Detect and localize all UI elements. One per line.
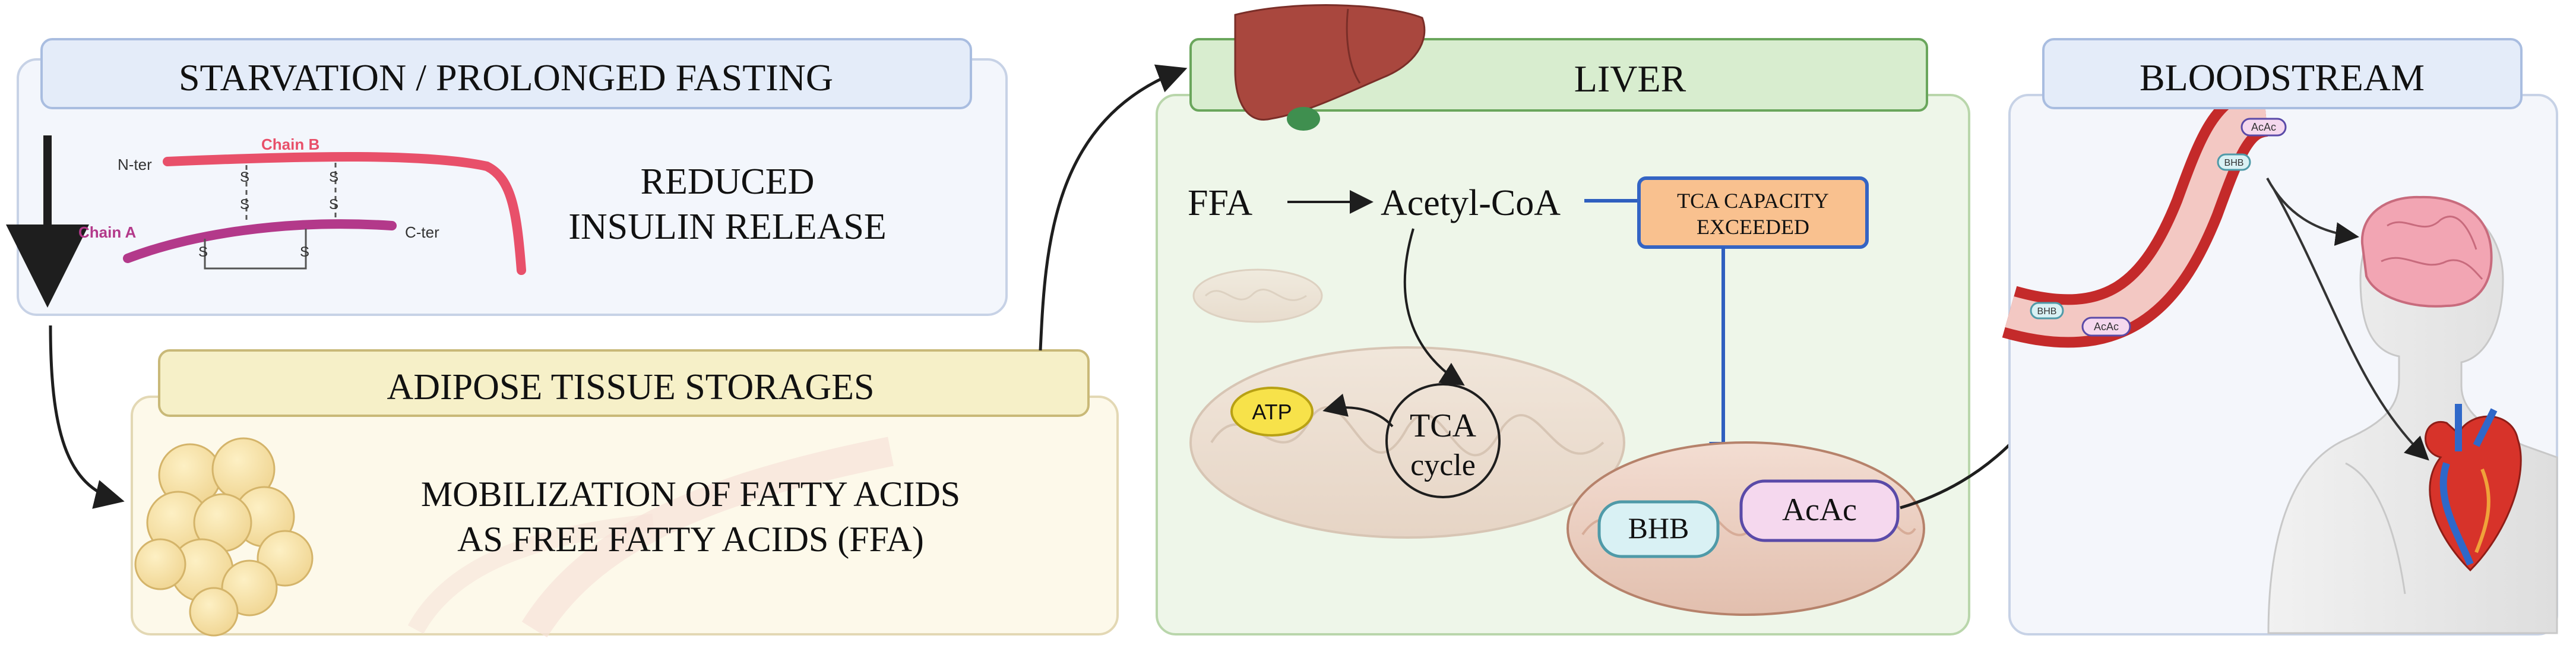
disulfide-s1: S bbox=[240, 169, 249, 185]
starvation-title: STARVATION / PROLONGED FASTING bbox=[179, 56, 833, 99]
tca-cycle-line2: cycle bbox=[1410, 448, 1476, 482]
tca-capacity-exceeded-box bbox=[1637, 176, 1869, 249]
reduced-insulin-line1: REDUCED bbox=[641, 162, 815, 202]
chain-b-label: Chain B bbox=[261, 135, 319, 153]
acac-label: AcAc bbox=[1782, 492, 1857, 527]
atp-badge bbox=[1230, 387, 1314, 437]
liver-title: LIVER bbox=[1574, 58, 1686, 100]
tca-cycle-line1: TCA bbox=[1410, 407, 1477, 444]
disulfide-s2: S bbox=[240, 197, 249, 213]
n-ter-label: N-ter bbox=[118, 156, 152, 173]
vessel-bhb-label-2: BHB bbox=[2224, 158, 2244, 168]
blood-vessel-icon: BHB AcAc BHB AcAc bbox=[2002, 83, 2287, 348]
small-mitochondrion-icon bbox=[1192, 268, 1323, 323]
tca-cycle-circle bbox=[1385, 383, 1501, 498]
disulfide-s5: S bbox=[198, 244, 208, 260]
arrow-adipose-to-liver bbox=[1039, 64, 1188, 351]
acetyl-coa-label: Acetyl-CoA bbox=[1381, 183, 1561, 223]
bloodstream-panel: BHB AcAc BHB AcAc BLOODSTREAM bbox=[2002, 38, 2558, 635]
tca-capacity-line2: EXCEEDED bbox=[1697, 215, 1809, 239]
adipocyte-cluster-icon bbox=[134, 437, 314, 637]
tca-capacity-line1: TCA CAPACITY bbox=[1677, 189, 1829, 213]
adipose-title: ADIPOSE TISSUE STORAGES bbox=[387, 367, 874, 407]
reduced-insulin-line2: INSULIN RELEASE bbox=[568, 207, 887, 247]
adipose-title-bar bbox=[158, 349, 1090, 417]
starvation-title-bar bbox=[40, 38, 972, 109]
bhb-label: BHB bbox=[1628, 511, 1689, 545]
arrow-starvation-to-adipose bbox=[49, 325, 125, 509]
c-ter-label: C-ter bbox=[405, 223, 439, 241]
atp-label: ATP bbox=[1252, 400, 1292, 424]
acac-badge bbox=[1739, 479, 1900, 542]
liver-panel: LIVER FFA Acetyl-CoA TCA CAPACITY EXCEED… bbox=[1156, 4, 1970, 635]
disulfide-s4: S bbox=[329, 197, 338, 213]
insulin-structure-icon: Chain B Chain A N-ter C-ter S S S S S S bbox=[78, 135, 526, 275]
tca-mitochondrion-icon bbox=[1189, 346, 1625, 539]
starvation-panel: STARVATION / PROLONGED FASTING Chain B C… bbox=[6, 38, 1008, 316]
adipose-text-line2: AS FREE FATTY ACIDS (FFA) bbox=[457, 520, 924, 559]
vessel-acac-label-1: AcAc bbox=[2094, 321, 2119, 333]
bloodstream-title: BLOODSTREAM bbox=[2140, 56, 2425, 99]
arrow-vessel-to-heart bbox=[2273, 189, 2429, 461]
chain-a-label: Chain A bbox=[78, 223, 136, 241]
adipose-panel: ADIPOSE TISSUE STORAGES MOBILIZATION OF … bbox=[131, 349, 1119, 638]
arrow-acetylcoa-to-tca bbox=[1403, 228, 1465, 386]
disulfide-s3: S bbox=[329, 169, 338, 185]
vessel-bhb-label-1: BHB bbox=[2037, 306, 2057, 317]
heart-icon bbox=[2425, 404, 2522, 572]
bloodstream-title-bar bbox=[2042, 38, 2523, 109]
vessel-acac-label-2: AcAc bbox=[2251, 121, 2276, 133]
arrow-tca-to-atp bbox=[1322, 393, 1394, 428]
ffa-label: FFA bbox=[1188, 183, 1252, 223]
adipose-text-line1: MOBILIZATION OF FATTY ACIDS bbox=[421, 475, 960, 514]
disulfide-s6: S bbox=[300, 244, 309, 260]
brain-icon bbox=[2360, 195, 2493, 308]
bhb-badge bbox=[1597, 500, 1720, 558]
liver-icon bbox=[1234, 4, 1426, 131]
